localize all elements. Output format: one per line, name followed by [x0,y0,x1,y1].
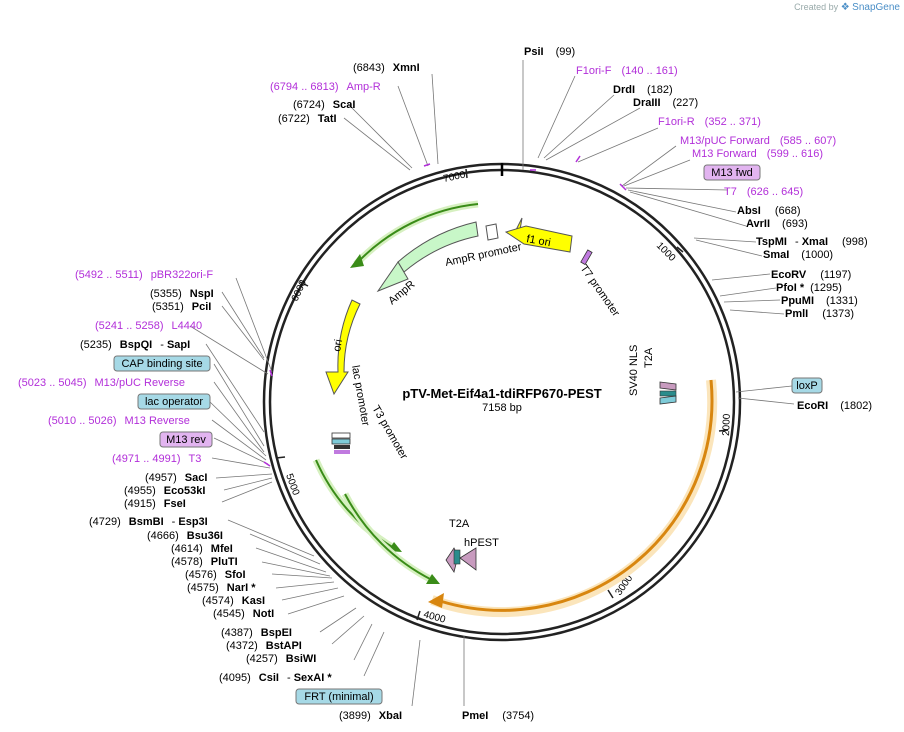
t2a-top-label: T2A [643,347,655,368]
plasmid-size: 7158 bp [482,402,522,414]
primer-t7: T7(626 .. 645) [724,186,803,198]
primer-m13-forward: M13 Forward(599 .. 616) [692,148,823,160]
orf-arc [428,379,718,618]
enzyme-ecorv: EcoRV(1197) [771,269,851,281]
sv40-nls-label: SV40 NLS [628,345,640,396]
enzyme-bsiwi: (4257)BsiWI [246,653,316,665]
ori-arrow [325,299,361,396]
enzyme-sfoi: (4576)SfoI [185,569,246,581]
enzyme-fsei: (4915)FseI [124,498,186,510]
green-arrows [312,200,479,584]
enzyme-bsmbi-esp3i: (4729)BsmBI- Esp3I [89,516,208,528]
primer-t3: (4971 .. 4991)T3 [112,453,201,465]
enzyme-bspei: (4387)BspEI [221,627,292,639]
ampr-promoter-label: AmpR promoter [444,241,523,269]
leader-lines [189,60,795,707]
tick-7000: 7000 [442,169,466,184]
primer-marks [263,155,627,467]
enzyme-scai: (6724)ScaI [293,99,355,111]
primer-amp-r: (6794 .. 6813)Amp-R [270,81,381,93]
primer-f1ori-f: F1ori-F(140 .. 161) [576,65,678,77]
primer-m13-puc-reverse: (5023 .. 5045)M13/pUC Reverse [18,377,185,389]
enzyme-psii: PsiI(99) [524,46,575,58]
enzyme-csii-sexai: (4095)CsiI- SexAI * [219,672,332,684]
boxed-feature-labels: M13 fwd M13 rev loxP CAP binding site la… [113,164,823,705]
primer-f1ori-r: F1ori-R(352 .. 371) [658,116,761,128]
enzyme-pmli: PmlI(1373) [785,308,854,320]
sv40-t2a-glyphs [659,381,677,405]
enzyme-eco53ki: (4955)Eco53kI [124,485,205,497]
enzyme-draiii: DraIII(227) [633,97,698,109]
enzyme-tati: (6722)TatI [278,113,337,125]
loxp-box: loxP [796,380,817,392]
primer-labels: F1ori-F(140 .. 161) F1ori-R(352 .. 371) … [18,65,836,465]
lac-promoter-label: lac promoter [349,364,371,427]
lac-feature-glyphs [331,432,351,454]
t7-feature-glyph [580,249,593,266]
t7-promoter-label: T7 promoter [578,263,622,319]
tick-1000: 1000 [654,240,678,264]
t3-promoter-label: T3 promoter [369,404,410,462]
primer-m13-puc-forward: M13/pUC Forward(585 .. 607) [680,135,836,147]
cap-binding-site-box: CAP binding site [121,358,202,370]
ampr-arrow [376,221,499,293]
enzyme-pcii: (5351)PciI [152,301,211,313]
enzyme-kasi: (4574)KasI [202,595,265,607]
enzyme-bsu36i: (4666)Bsu36I [147,530,223,542]
backbone [262,162,742,642]
tick-6000: 6000 [290,278,310,303]
enzyme-saci: (4957)SacI [145,472,207,484]
enzyme-mfei: (4614)MfeI [171,543,233,555]
lac-operator-box: lac operator [145,396,203,408]
m13-rev-box: M13 rev [166,434,206,446]
enzyme-xmni: (6843)XmnI [353,62,420,74]
f1-ori-label: f1 ori [525,233,551,249]
t2a-hpest-glyphs [445,547,477,573]
snapgene-logo: ❖ [840,2,850,13]
snapgene-credit: Created by ❖ SnapGene [794,2,900,13]
enzyme-bstapi: (4372)BstAPI [226,640,302,652]
primer-m13-reverse: (5010 .. 5026)M13 Reverse [48,415,190,427]
f1-ori-arrow [504,217,573,253]
enzyme-absi: AbsI(668) [737,205,801,217]
tick-marks [275,168,729,621]
enzyme-noti: (4545)NotI [213,608,274,620]
primer-pbr322ori-f: (5492 .. 5511)pBR322ori-F [75,269,213,281]
t2a-bottom-label: T2A [449,518,470,530]
enzyme-avrii: AvrII(693) [746,218,808,230]
primer-l4440: (5241 .. 5258)L4440 [95,320,202,332]
enzyme-pluti: (4578)PluTI [171,556,238,568]
m13-fwd-box: M13 fwd [711,167,753,179]
hpest-label: hPEST [464,537,499,549]
enzyme-nari: (4575)NarI * [187,582,256,594]
enzyme-pmei: PmeI(3754) [462,710,534,722]
frt-minimal-box: FRT (minimal) [304,691,373,703]
enzyme-labels: PsiI(99) DrdI(182) DraIII(227) AbsI(668)… [80,46,872,722]
credit-prefix: Created by [794,2,839,12]
enzyme-nspi: (5355)NspI [150,288,214,300]
tick-2000: 2000 [721,413,733,436]
enzyme-ppumi: PpuMI(1331) [781,295,858,307]
enzyme-pfoi: PfoI *(1295) [776,282,842,294]
credit-brand: SnapGene [852,2,900,13]
enzyme-drdi: DrdI(182) [613,84,673,96]
enzyme-ecori: EcoRI(1802) [797,400,872,412]
enzyme-xbai: (3899)XbaI [339,710,402,722]
plasmid-name: pTV-Met-Eif4a1-tdiRFP670-PEST [402,386,601,401]
ori-label: ori [331,338,345,352]
enzyme-tspmi-xmai: TspMI- XmaI(998) [756,236,868,248]
enzyme-bspqi-sapi: (5235)BspQI- SapI [80,339,190,351]
enzyme-smai: SmaI(1000) [763,249,833,261]
